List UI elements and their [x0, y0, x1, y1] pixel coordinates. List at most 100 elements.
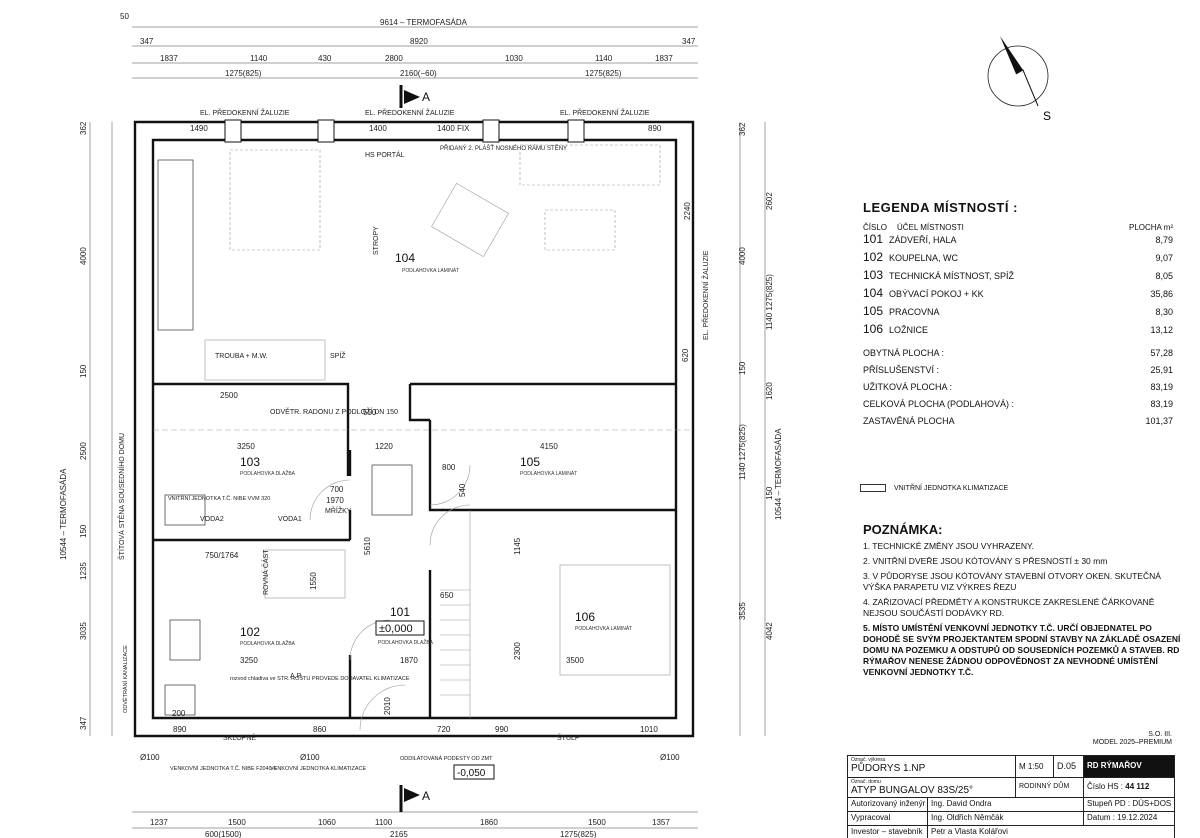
top-dim: 430 [318, 54, 332, 63]
dim-1970: 1970 [326, 496, 344, 505]
dim-1400: 1400 [369, 124, 387, 133]
summary-name: UŽITKOVÁ PLOCHA : [863, 382, 953, 392]
top-dimension-row-2: 1275(825)2160(−60)1275(825) [225, 69, 622, 78]
left-dim: 2500 [79, 442, 88, 460]
summary-row: ZASTAVĚNÁ PLOCHA 101,37 [863, 416, 1173, 433]
top-dim: 1837 [160, 54, 178, 63]
room-102-sub: PODLAHOVKA DLAŽBA [240, 639, 296, 647]
label-voda2: VODA2 [200, 516, 224, 523]
note-item: 3. V PŮDORYSE JSOU KÓTOVÁNY STAVEBNÍ OTV… [863, 571, 1161, 592]
level-minus: -0,050 [457, 768, 486, 779]
dim-3500: 3500 [566, 656, 584, 665]
room-105-num: 105 [520, 455, 540, 469]
label-termofasada-left: 10544 – TERMOFASÁDA [59, 468, 68, 560]
so-label: S.O. III. [1148, 731, 1172, 738]
dim-720: 720 [437, 725, 451, 734]
dim-860: 860 [313, 725, 327, 734]
dim-890: 890 [648, 124, 662, 133]
room-104-num: 104 [395, 251, 415, 265]
dim-5610: 5610 [363, 537, 372, 555]
dim-200: 200 [172, 709, 186, 718]
label-outdoor-2: VENKOVNÍ JEDNOTKA KLIMATIZACE [270, 765, 366, 772]
right-dim: 1140 1275(825) [765, 274, 774, 330]
label-voda1: VODA1 [278, 516, 302, 523]
tb-sheet: D.05 [1054, 756, 1084, 778]
dim-1145: 1145 [513, 537, 522, 555]
summary-value: 101,37 [1145, 416, 1173, 426]
level-0: ±0,000 [379, 623, 413, 635]
label-zaluzie-3: EL. PŘEDOKENNÍ ŽALUZIE [560, 108, 650, 117]
notes-list: 1. TECHNICKÉ ZMĚNY JSOU VYHRAZENY.2. VNI… [863, 541, 1183, 619]
summary-value: 25,91 [1150, 365, 1173, 375]
legend-name: PRACOVNA [889, 307, 940, 317]
dim-width: 8920 [410, 37, 428, 46]
legend-num: 105 [863, 304, 884, 318]
tb-datum: Datum : 19.12.2024 [1084, 812, 1174, 826]
top-dim-2: 2160(−60) [400, 69, 437, 78]
phi-3: Ø100 [660, 753, 680, 762]
top-dim-2: 1275(825) [585, 69, 622, 78]
dim-990: 990 [495, 725, 509, 734]
right-dim: 150 [765, 486, 774, 500]
summary-row: CELKOVÁ PLOCHA (PODLAHOVÁ) :83,19 [863, 399, 1173, 416]
label-stropy: STROPY [373, 226, 380, 255]
dim-termofasada-top: 9614 – TERMOFASÁDA [380, 18, 468, 27]
notes-title: POZNÁMKA: [863, 522, 943, 537]
legend-header: ČÍSLO ÚČEL MÍSTNOSTI PLOCHA m² [863, 223, 1173, 232]
summary-row: OBYTNÁ PLOCHA :57,28 [863, 348, 1173, 365]
legend-area: 8,05 [1155, 271, 1173, 281]
label-rovna-cast: ROVNÁ ČÁST [261, 549, 270, 595]
room-102-num: 102 [240, 625, 260, 639]
dim-800: 800 [442, 463, 456, 472]
dim-1220: 1220 [375, 442, 393, 451]
legend-area: 8,79 [1155, 235, 1173, 245]
summary-name: ZASTAVĚNÁ PLOCHA [863, 416, 955, 426]
climate-unit-symbol [860, 484, 886, 492]
note-item: 4. ZAŘIZOVACÍ PŘEDMĚTY A KONSTRUKCE ZAKR… [863, 597, 1155, 618]
climate-legend: VNITŘNÍ JEDNOTKA KLIMATIZACE [860, 484, 1008, 492]
tb-autor-label: Autorizovaný inženýr [848, 798, 928, 812]
bottom-dim: 1500 [228, 818, 246, 827]
right-dim: 150 [738, 361, 747, 375]
label-zaluzie-right: EL. PŘEDOKENNÍ ŽALUZIE [701, 250, 710, 340]
legend-col-area: PLOCHA m² [1128, 223, 1173, 232]
dim-700: 700 [330, 485, 344, 494]
room-105-sub: PODLAHOVKA LAMINÁT [520, 470, 577, 477]
tb-stupen: Stupeň PD : DÚS+DOS [1084, 798, 1174, 812]
summary-value: 83,19 [1150, 382, 1173, 392]
legend-name: LOŽNICE [889, 325, 929, 335]
tb-autor: Ing. David Ondra [928, 798, 1084, 812]
dim-620: 620 [681, 348, 690, 362]
dim-650: 650 [440, 591, 454, 600]
room-101-sub: PODLAHOVKA DLAŽBA [378, 638, 434, 646]
legend-col-num: ČÍSLO [863, 223, 888, 232]
dim-2300: 2300 [513, 642, 522, 660]
label-rozvod: rozvod chladiva ve STR. ROŠTU PROVEDE DO… [230, 675, 410, 682]
legend-num: 103 [863, 268, 884, 282]
note-item: 1. TECHNICKÉ ZMĚNY JSOU VYHRAZENY. [863, 541, 1034, 551]
legend-area: 35,86 [1150, 289, 1173, 299]
dim-4150: 4150 [540, 442, 558, 451]
dim-1870: 1870 [400, 656, 418, 665]
dim-1010: 1010 [640, 725, 658, 734]
phi-2: Ø100 [300, 753, 320, 762]
summary-row: PŘÍSLUŠENSTVÍ :25,91 [863, 365, 1173, 382]
bottom-dim-2: 600(1500) [205, 830, 242, 838]
dim-2240: 2240 [683, 202, 692, 220]
summary-row: UŽITKOVÁ PLOCHA : 83,19 [863, 382, 1173, 399]
label-radon: ODVĚTR. RADONU Z PODLOŽÍ DN 150 [270, 407, 398, 416]
right-dim: 2602 [765, 192, 774, 210]
summary-value: 57,28 [1150, 348, 1173, 358]
left-dim: 347 [79, 716, 88, 730]
dim-750: 750/1764 [205, 551, 239, 560]
room-104-sub: PODLAHOVKA LAMINÁT [402, 267, 459, 274]
label-beam-note: PŘIDANÝ 2. PLÁŠŤ NOSNÉHO RÁMU STĚNY [440, 144, 567, 152]
room-106-sub: PODLAHOVKA LAMINÁT [575, 625, 632, 632]
